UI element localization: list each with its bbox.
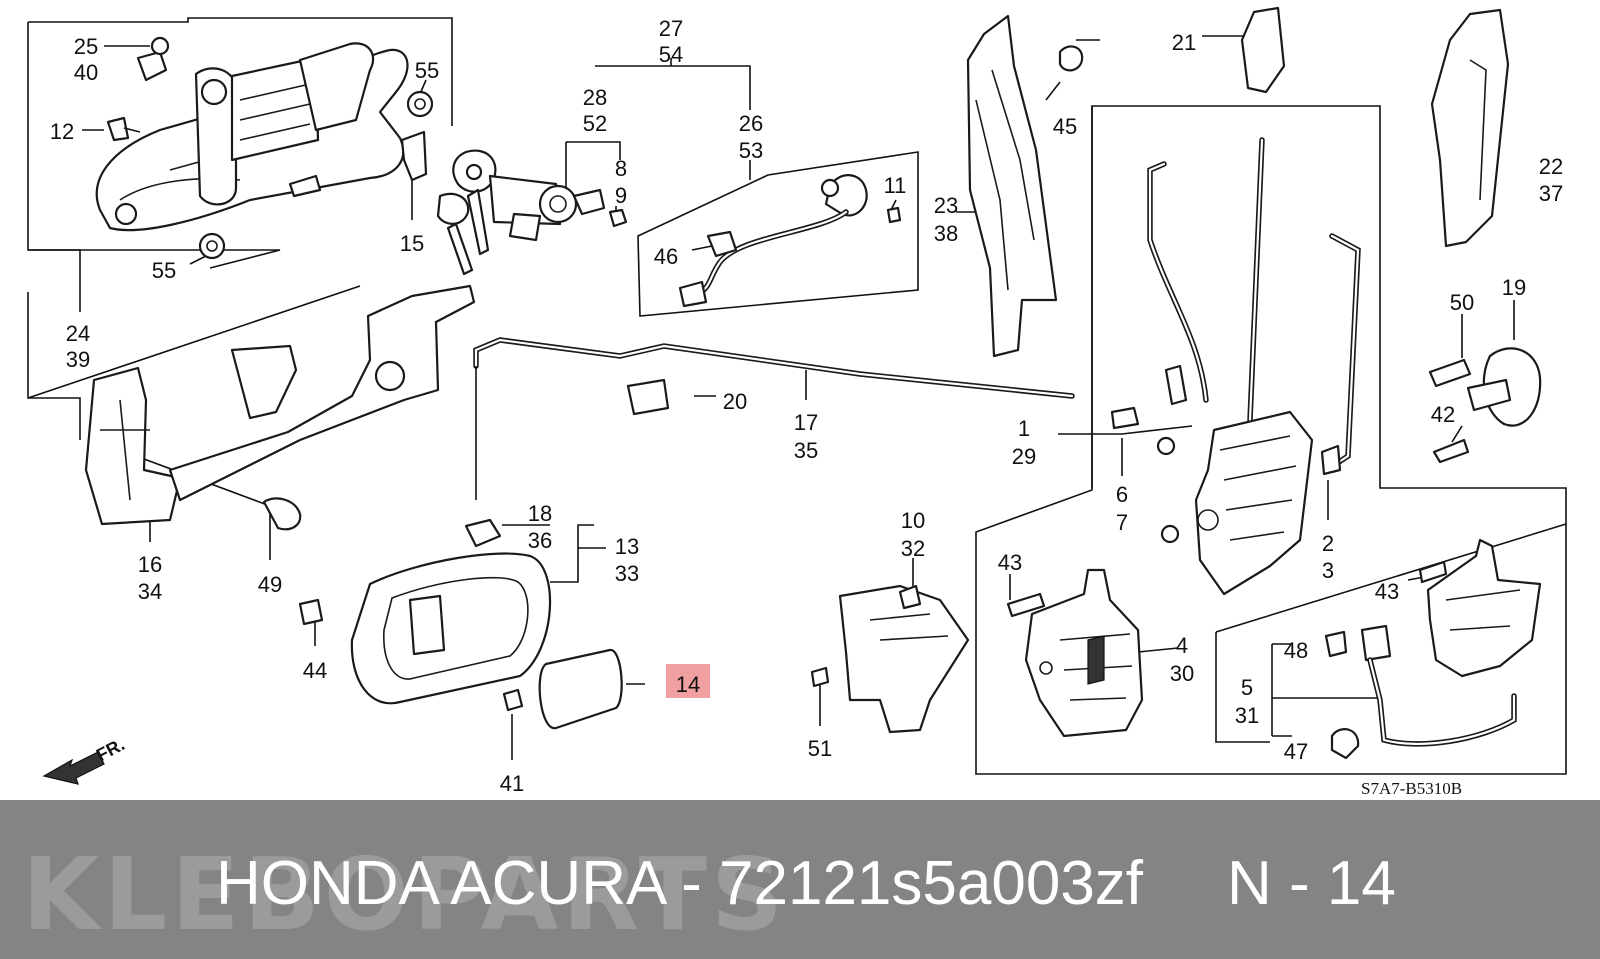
callout-label: 54 bbox=[659, 42, 683, 67]
callout-label: 19 bbox=[1502, 275, 1526, 300]
callout-label: 21 bbox=[1172, 30, 1196, 55]
callout-label: 24 bbox=[66, 321, 90, 346]
latch-bracket bbox=[810, 584, 970, 734]
callout-label: 41 bbox=[500, 771, 524, 796]
callout-label: 37 bbox=[1539, 181, 1563, 206]
callout-label: 50 bbox=[1450, 290, 1474, 315]
caption-reference: N - 14 bbox=[1227, 849, 1396, 918]
callout-label: 7 bbox=[1116, 510, 1128, 535]
callout-label: 18 bbox=[528, 501, 552, 526]
callout-label: 44 bbox=[303, 658, 327, 683]
callout-label: 48 bbox=[1284, 638, 1308, 663]
callout-label: 27 bbox=[659, 16, 683, 41]
door-channel bbox=[966, 14, 1084, 358]
callout-label: 46 bbox=[654, 244, 678, 269]
callout-label: 33 bbox=[615, 561, 639, 586]
callout-label: 43 bbox=[998, 550, 1022, 575]
callout-label: 31 bbox=[1235, 703, 1259, 728]
callout-label: 3 bbox=[1322, 558, 1334, 583]
callout-label: 1 bbox=[1018, 416, 1030, 441]
callout-label: 20 bbox=[723, 389, 747, 414]
key-cylinder-assembly bbox=[436, 149, 628, 276]
callout-label: 35 bbox=[794, 438, 818, 463]
callout-label: 12 bbox=[50, 119, 74, 144]
caption-text: HONDA ACURA - 72121s5a003zf N - 14 bbox=[216, 848, 1396, 919]
callout-label: 39 bbox=[66, 347, 90, 372]
callout-label: 45 bbox=[1053, 114, 1077, 139]
caption-part-number: HONDA ACURA - 72121s5a003zf bbox=[216, 849, 1144, 918]
callout-label: 55 bbox=[152, 258, 176, 283]
callout-label: 15 bbox=[400, 231, 424, 256]
callout-label: 26 bbox=[739, 111, 763, 136]
watermark-text: KLEBOPARTS bbox=[22, 836, 787, 953]
handle-base-frame bbox=[84, 284, 476, 531]
long-rod bbox=[473, 337, 1075, 500]
callout-label: 8 bbox=[615, 156, 627, 181]
callout-label: 47 bbox=[1284, 739, 1308, 764]
front-arrow-icon: FR. bbox=[42, 734, 128, 785]
actuator-harness bbox=[1324, 538, 1542, 760]
callout-label: 10 bbox=[901, 508, 925, 533]
callout-label: 5 bbox=[1241, 675, 1253, 700]
door-lock-assembly bbox=[1110, 137, 1361, 596]
callout-label: 51 bbox=[808, 736, 832, 761]
callout-label: 42 bbox=[1431, 402, 1455, 427]
highlighted-callout-box bbox=[666, 664, 710, 698]
callout-label: 13 bbox=[615, 534, 639, 559]
callout-label: 23 bbox=[934, 193, 958, 218]
callout-label: 30 bbox=[1170, 661, 1194, 686]
callout-label: 4 bbox=[1176, 633, 1188, 658]
callout-label: 25 bbox=[74, 34, 98, 59]
callout-label: 52 bbox=[583, 111, 607, 136]
callout-label: 17 bbox=[794, 410, 818, 435]
callout-label: 32 bbox=[901, 536, 925, 561]
callout-label: 28 bbox=[583, 85, 607, 110]
callout-label: 49 bbox=[258, 572, 282, 597]
callout-label: 38 bbox=[934, 221, 958, 246]
inside-handle bbox=[350, 518, 552, 705]
callout-label: 9 bbox=[615, 183, 627, 208]
striker-parts bbox=[1240, 6, 1542, 464]
callout-label: 2 bbox=[1322, 531, 1334, 556]
callout-label: 34 bbox=[138, 579, 162, 604]
parts-diagram: FR. 254055121555243927542852265389114623… bbox=[27, 6, 1567, 798]
callout-label: 40 bbox=[74, 60, 98, 85]
callout-label: 55 bbox=[415, 58, 439, 83]
caption-banner bbox=[0, 800, 1600, 959]
callout-label: 22 bbox=[1539, 154, 1563, 179]
lock-actuator bbox=[1006, 568, 1144, 738]
callout-label: 43 bbox=[1375, 579, 1399, 604]
callout-label: 53 bbox=[739, 138, 763, 163]
handle-cover bbox=[298, 598, 623, 730]
callout-label: 11 bbox=[884, 173, 907, 198]
callout-label: 29 bbox=[1012, 444, 1036, 469]
callout-label: 36 bbox=[528, 528, 552, 553]
outside-handle-assembly bbox=[95, 36, 434, 260]
callout-label-highlighted: 14 bbox=[676, 672, 700, 697]
callout-label: 6 bbox=[1116, 482, 1128, 507]
diagram-part-code: S7A7-B5310B bbox=[1361, 779, 1462, 798]
callout-label: 16 bbox=[138, 552, 162, 577]
cable-assembly bbox=[678, 174, 902, 308]
